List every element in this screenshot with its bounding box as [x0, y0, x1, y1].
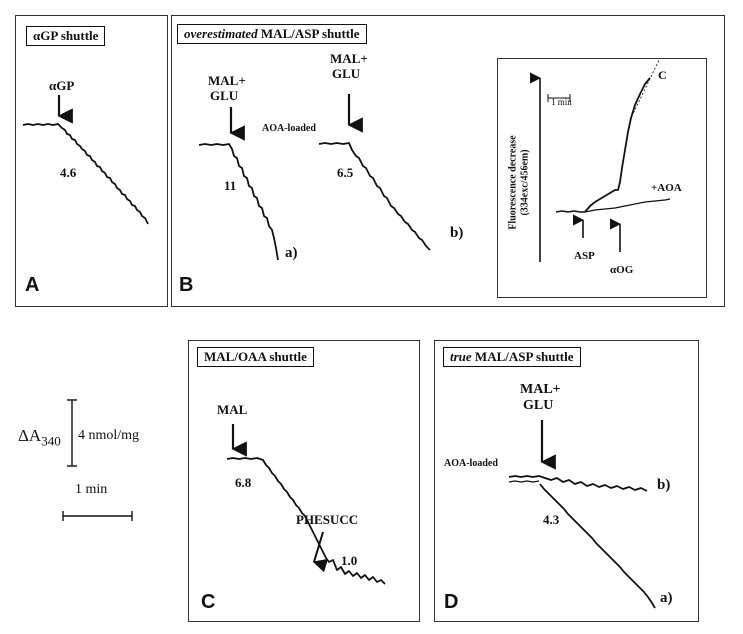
panel-a: αGP shuttle αGP 4.6 A [15, 15, 168, 307]
panel-b-trace-b [318, 142, 431, 251]
panel-b-trace-a-rate: 11 [224, 178, 237, 193]
panel-b-title-rest: MAL/ASP shuttle [257, 26, 360, 41]
inset-curve-c-label: C [658, 68, 667, 82]
panel-b-trace-a-label-2: GLU [210, 88, 239, 103]
inset-curve-baseline [555, 210, 585, 213]
panel-d-trace-b [508, 475, 648, 492]
panel-b-trace-a-tag: a) [285, 245, 298, 261]
panel-a-rate: 4.6 [60, 165, 77, 180]
inset-aog-label: αOG [610, 264, 634, 276]
panel-d-tag-b: b) [657, 477, 671, 493]
panel-b-trace-b-tag: b) [450, 225, 464, 241]
panel-b-aoa-note: AOA-loaded [262, 123, 316, 134]
inset-time-scale: 1 min [551, 97, 572, 107]
panel-b-trace-b-rate: 6.5 [337, 165, 354, 180]
scale-delta-text: ΔA [18, 426, 42, 445]
panel-c-trace [226, 457, 386, 585]
panel-a-title: αGP shuttle [26, 26, 106, 46]
inset-curve-c-extrapolation [629, 57, 661, 121]
panel-c-letter: C [201, 591, 216, 613]
inset-asp-label: ASP [574, 250, 595, 262]
panel-b-trace-b-label-1: MAL+ [330, 51, 368, 66]
panel-b-title: overestimated MAL/ASP shuttle [177, 24, 367, 44]
panel-d-trace-a [539, 483, 656, 609]
panel-c-arrow-phesucc [312, 531, 329, 573]
panel-b-title-italic: overestimated [184, 26, 258, 41]
panel-a-trace [22, 123, 149, 225]
scale-bar-vertical [67, 399, 77, 467]
panel-d-tag-a: a) [660, 590, 673, 606]
panel-c-rate1: 6.8 [235, 475, 252, 490]
panel-c-arrow1-label: MAL [217, 402, 248, 417]
panel-c-arrow2-label: PHESUCC [296, 512, 359, 527]
panel-d-arrow-label-2: GLU [523, 398, 554, 413]
panel-d-arrow-label-1: MAL+ [520, 382, 561, 397]
panel-c: MAL/OAA shuttle MAL 6.8 PHESUCC 1.0 C [188, 340, 420, 622]
scale-bar-horizontal [62, 511, 133, 521]
panel-b-trace-a [198, 143, 279, 261]
scale-bar-group: ΔA340 4 nmol/mg 1 min [0, 390, 180, 530]
scale-delta-sub: 340 [41, 433, 61, 449]
inset-curve-aoa-label: +AOA [651, 182, 682, 194]
panel-a-letter: A [25, 274, 40, 296]
panel-c-rate2: 1.0 [341, 553, 358, 568]
panel-b-letter: B [179, 274, 194, 296]
panel-d-title: true MAL/ASP shuttle [443, 347, 581, 367]
panel-d-trace-b-doubled [508, 480, 540, 483]
panel-d-title-rest: MAL/ASP shuttle [471, 349, 574, 364]
panel-c-title: MAL/OAA shuttle [197, 347, 314, 367]
inset-time-scale-bar [547, 94, 571, 102]
panel-d-rate: 4.3 [543, 512, 560, 527]
panel-b-trace-b-label-2: GLU [332, 66, 361, 81]
panel-d-aoa-note: AOA-loaded [444, 458, 498, 469]
panel-d-title-italic: true [450, 349, 472, 364]
scale-time: 1 min [75, 482, 108, 497]
panel-d-letter: D [444, 591, 459, 613]
fluorescence-inset: Fluorescence decrease (334exc/456em) 1 m… [497, 58, 707, 298]
scale-delta-label: ΔA340 [18, 426, 61, 449]
panel-b: overestimated MAL/ASP shuttle MAL+ GLU 1… [171, 15, 725, 307]
inset-curve-aoa [584, 198, 671, 213]
panel-a-arrow-label: αGP [49, 78, 75, 93]
panel-b-trace-a-label-1: MAL+ [208, 73, 246, 88]
inset-curve-c [584, 77, 651, 213]
scale-amount: 4 nmol/mg [78, 428, 140, 443]
